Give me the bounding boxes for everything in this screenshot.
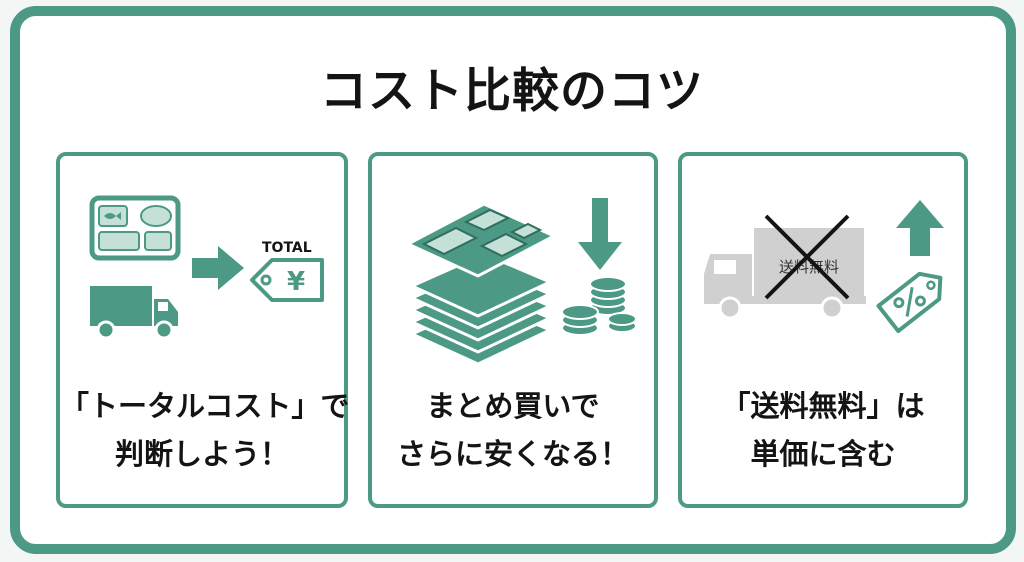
arrow-down-icon bbox=[578, 198, 622, 270]
caption-line-2: 判断しよう！ bbox=[114, 437, 289, 471]
card-illustration: 送料無料 bbox=[704, 200, 944, 334]
cross-mark-icon bbox=[764, 214, 850, 300]
card-caption: まとめ買いで さらに安くなる！ bbox=[372, 382, 654, 478]
card-free-shipping: 送料無料 「送料無料」は 単価に含む bbox=[678, 152, 968, 508]
card-caption: 「トータルコスト」で 判断しよう！ bbox=[60, 382, 350, 478]
caption-line-1: 「送料無料」は bbox=[721, 389, 925, 423]
caption-line-1: まとめ買いで bbox=[426, 389, 600, 423]
caption-line-2: さらに安くなる！ bbox=[396, 437, 629, 471]
arrow-right-icon bbox=[192, 246, 244, 290]
percent-tag-icon bbox=[876, 271, 943, 334]
bento-box-icon bbox=[89, 195, 181, 261]
stacked-bento-boxes-icon bbox=[404, 202, 558, 366]
arrow-up-icon bbox=[896, 200, 944, 256]
card-caption: 「送料無料」は 単価に含む bbox=[682, 382, 964, 478]
tag-label: TOTAL bbox=[262, 240, 312, 256]
caption-line-2: 単価に含む bbox=[750, 437, 896, 471]
coin-stacks-icon bbox=[561, 276, 637, 336]
card-illustration bbox=[404, 198, 637, 366]
yen-symbol: ¥ bbox=[287, 267, 305, 297]
card-bulk-buying: まとめ買いで さらに安くなる！ bbox=[368, 152, 658, 508]
card-illustration: TOTAL ¥ bbox=[89, 195, 324, 340]
card-total-cost: TOTAL ¥ 「トータルコスト」で 判断しよう！ bbox=[56, 152, 350, 508]
page-title: コスト比較のコツ bbox=[320, 64, 704, 119]
price-tag-yen-icon: ¥ bbox=[250, 258, 324, 302]
caption-line-1: 「トータルコスト」で bbox=[60, 389, 350, 423]
delivery-truck-icon: 送料無料 bbox=[704, 228, 866, 320]
delivery-truck-icon bbox=[90, 286, 178, 340]
